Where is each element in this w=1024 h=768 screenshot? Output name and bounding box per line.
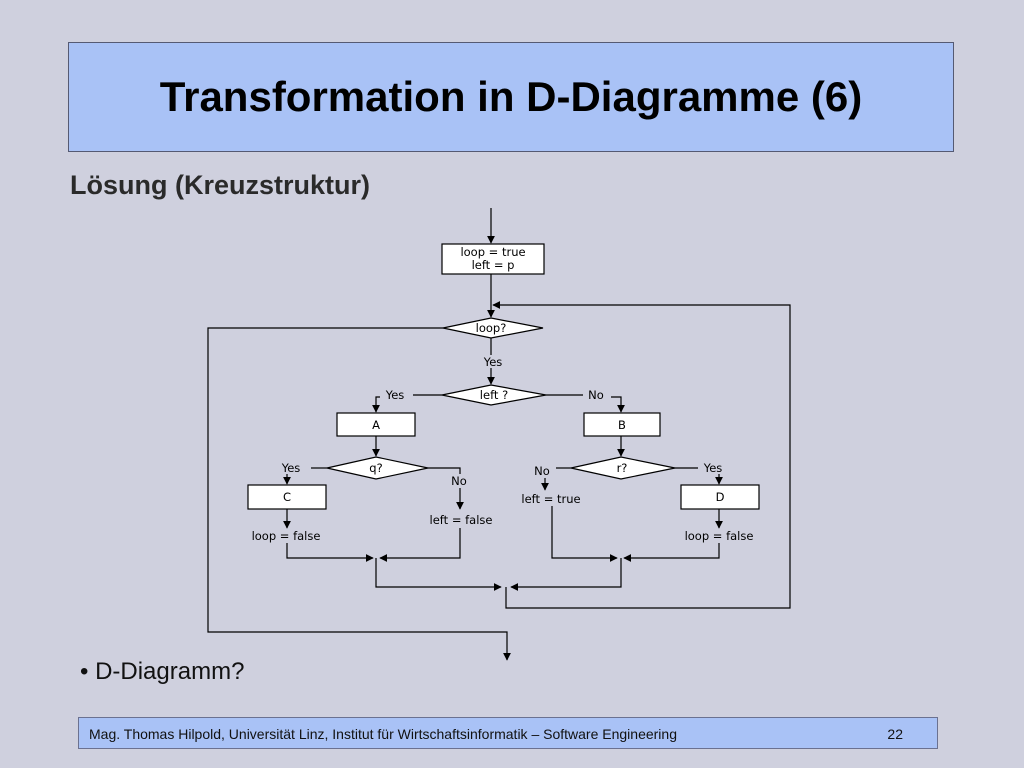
q-no-assign-label: left = false — [430, 513, 493, 527]
q-cond-label: q? — [369, 461, 382, 475]
q-no-line — [428, 467, 461, 474]
right-join-line — [510, 558, 622, 591]
c-merge-line — [286, 543, 374, 562]
box-d-label: D — [716, 490, 725, 504]
r-no-assign-label: left = true — [521, 492, 580, 506]
footer-text: Mag. Thomas Hilpold, Universität Linz, I… — [89, 726, 677, 742]
box-c — [247, 484, 327, 510]
bullet-item: • D-Diagramm? — [80, 658, 245, 685]
footer-bar: Mag. Thomas Hilpold, Universität Linz, I… — [78, 717, 938, 749]
d-merge-line — [623, 543, 720, 562]
loop-yes-label: Yes — [483, 355, 503, 369]
r-cond-label: r? — [617, 461, 628, 475]
q-yes-label: Yes — [281, 461, 301, 475]
title-box: Transformation in D-Diagramme (6) — [68, 42, 954, 152]
d-assign-label: loop = false — [685, 529, 754, 543]
slide-subtitle: Lösung (Kreuzstruktur) — [70, 170, 370, 200]
r-yes-label: Yes — [703, 461, 723, 475]
box-c-label: C — [283, 490, 291, 504]
left-no-label: No — [588, 388, 604, 402]
left-yes-arrow — [372, 396, 380, 413]
loop-diamond — [442, 317, 544, 339]
loop-back-line — [492, 301, 791, 609]
box-d — [680, 484, 760, 510]
c-assign-label: loop = false — [252, 529, 321, 543]
init-box — [441, 243, 545, 275]
box-b-label: B — [618, 418, 626, 432]
page-number: 22 — [887, 726, 903, 742]
q-no-merge-line — [379, 528, 461, 562]
init-line2: left = p — [472, 258, 515, 272]
box-b — [583, 412, 661, 437]
box-a-label: A — [372, 418, 380, 432]
r-no-label: No — [534, 464, 550, 478]
loop-exit-line — [207, 327, 511, 661]
loop-cond-label: loop? — [476, 321, 507, 335]
init-line1: loop = true — [460, 245, 525, 259]
r-no-merge-line — [551, 506, 618, 562]
q-no-label: No — [451, 474, 467, 488]
left-no-arrow — [611, 396, 625, 413]
left-yes-label: Yes — [385, 388, 405, 402]
left-join-line — [375, 558, 502, 591]
left-cond-label: left ? — [480, 388, 508, 402]
slide-title: Transformation in D-Diagramme (6) — [159, 73, 863, 120]
